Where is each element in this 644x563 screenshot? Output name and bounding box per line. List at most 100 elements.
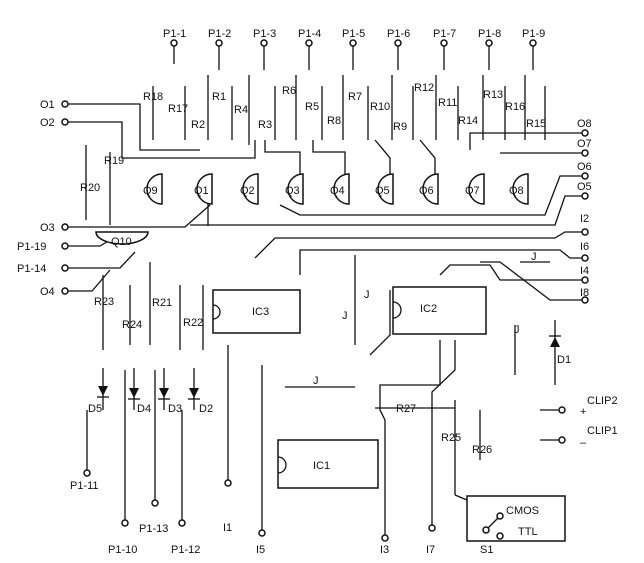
switch-pos-cmos: CMOS	[506, 505, 539, 517]
resistor-r2: R2	[191, 119, 205, 131]
input-label: I3	[380, 544, 389, 556]
switch-pos-ttl: TTL	[518, 526, 538, 538]
ic3-label: IC2	[420, 303, 437, 315]
input-label: I2	[580, 213, 589, 225]
output-label: O3	[40, 222, 55, 234]
svg-text:D4: D4	[137, 403, 151, 415]
input-i5: I5	[256, 529, 266, 556]
resistor-r21: R21	[152, 297, 172, 309]
output-o4: O4	[40, 269, 111, 298]
transistor-q3: Q3	[285, 173, 304, 205]
pin-label: P1-4	[298, 28, 321, 40]
output-o6: O6	[279, 161, 592, 216]
resistor-r24: R24	[122, 319, 142, 331]
resistor-r14: R14	[458, 115, 478, 127]
resistor-r18: R18	[143, 91, 163, 103]
resistor-r16: R16	[505, 101, 525, 113]
pin-label: P1-9	[522, 28, 545, 40]
pin-label: P1-11	[70, 480, 99, 492]
jumper-j: J	[531, 251, 537, 263]
output-label: O6	[577, 161, 592, 173]
pin-p1-1: P1-1	[163, 28, 186, 64]
resistor-r11: R11	[438, 97, 457, 109]
resistor-r27: R27	[396, 403, 416, 415]
pin-p1-14: P1-14	[17, 251, 136, 275]
clip2-positive: CLIP2 +	[540, 395, 618, 418]
resistor-r9: R9	[393, 121, 407, 133]
center-traces: J J J J J R27 R25 R26	[227, 251, 550, 535]
jumper-j: J	[313, 375, 319, 387]
pin-label: P1-5	[342, 28, 365, 40]
transistor-q4: Q4	[330, 173, 350, 205]
transistor-q1: Q1	[194, 173, 213, 205]
input-label: I1	[223, 522, 232, 534]
input-label: I6	[580, 241, 589, 253]
clip1-negative: CLIP1 –	[540, 425, 618, 449]
output-o7: O7	[500, 138, 592, 157]
switch-label: S1	[480, 544, 493, 556]
resistor-r20: R20	[80, 182, 100, 194]
output-o1: O1	[40, 99, 200, 151]
pin-label: P1-7	[433, 28, 456, 40]
pin-p1-7: P1-7	[433, 28, 456, 70]
jumper-j: J	[342, 310, 348, 322]
pin-label: P1-8	[478, 28, 501, 40]
jumper-j: J	[514, 324, 520, 336]
resistor-r12: R12	[414, 82, 434, 94]
left-connections: O1 O2 O3 P1-19 P1-14 O4	[17, 99, 256, 298]
lower-left-section: R23 R24 R21 R22 D5 D4 D3 D2	[86, 262, 213, 520]
output-o3: O3	[40, 204, 211, 234]
jumper-j: J	[364, 289, 370, 301]
output-label: O5	[577, 181, 592, 193]
resistor-r6: R6	[282, 85, 296, 97]
diode-d2: D2	[188, 368, 213, 415]
right-connections: O8 O7 O6 O5 I2 I6 I4	[190, 118, 592, 304]
pin-p1-9: P1-9	[522, 28, 545, 70]
output-o5: O5	[190, 181, 592, 226]
resistor-r26: R26	[472, 444, 492, 456]
svg-text:Q10: Q10	[111, 236, 132, 248]
svg-text:Q1: Q1	[194, 185, 209, 197]
pin-label: P1-3	[253, 28, 276, 40]
ic1-label: IC1	[313, 460, 330, 472]
upper-resistor-bank: R18 R17 R2 R1 R4 R3 R6 R5 R8 R7 R10 R9 R…	[143, 75, 546, 226]
pin-p1-13: P1-13	[139, 499, 168, 535]
transistor-q8: Q8	[509, 173, 529, 205]
pin-p1-12: P1-12	[171, 519, 200, 556]
diode-d1: D1	[549, 320, 571, 385]
diode-d4: D5	[88, 368, 109, 415]
transistor-q5: Q5	[375, 173, 394, 205]
pin-p1-3: P1-3	[253, 28, 276, 70]
input-label: I5	[256, 544, 265, 556]
input-label: I7	[426, 544, 435, 556]
pin-label: P1-12	[171, 544, 200, 556]
pin-label: P1-14	[17, 263, 46, 275]
transistor-row: Q9 Q1 Q2 Q3 Q4 Q5 Q6 Q7	[95, 173, 529, 248]
svg-text:Q8: Q8	[509, 185, 524, 197]
pin-label: P1-6	[387, 28, 410, 40]
resistor-r25: R25	[441, 432, 461, 444]
transistor-q6: Q6	[419, 173, 439, 205]
pin-p1-10: P1-10	[108, 519, 137, 556]
input-i3: I3	[380, 534, 389, 556]
svg-text:Q5: Q5	[375, 185, 390, 197]
input-i4: I4	[439, 264, 589, 284]
output-label: O8	[577, 118, 592, 130]
resistor-r1: R1	[212, 91, 226, 103]
pin-p1-8: P1-8	[478, 28, 501, 70]
transistor-q10: Q10	[95, 231, 149, 248]
resistor-r4: R4	[234, 104, 248, 116]
svg-text:Q9: Q9	[143, 185, 158, 197]
top-pin-row: P1-1 P1-2 P1-3 P1-4 P1-5 P1-6 P1-7 P1-8	[163, 28, 545, 70]
output-label: O2	[40, 117, 55, 129]
resistor-r17: R17	[168, 103, 188, 115]
resistor-r5: R5	[305, 101, 319, 113]
diode-d5: D4	[128, 368, 151, 415]
input-i1: I1	[223, 479, 232, 534]
clip-sign: +	[580, 406, 586, 418]
resistor-r7: R7	[348, 91, 362, 103]
ic3-chip: IC2	[392, 286, 487, 335]
bottom-pins: P1-11 P1-10 P1-13 P1-12 I1 I5 I3 I7	[70, 469, 436, 556]
ic2-label: IC3	[252, 306, 269, 318]
transistor-q9: Q9	[143, 173, 163, 205]
